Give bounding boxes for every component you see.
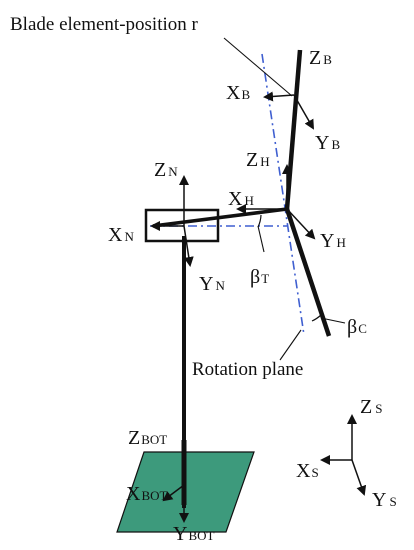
hub-x-sub: H: [244, 193, 253, 208]
bottom-x-sub: BOT: [141, 488, 167, 503]
blade-element-leader: [223, 37, 293, 97]
nacelle-y-label: Y: [199, 273, 213, 295]
nacelle-z-sub: N: [168, 164, 178, 179]
blade-z-sub: B: [323, 52, 332, 67]
svg-text:YH: YH: [320, 230, 346, 252]
bottom-y-label: Y: [173, 523, 187, 545]
beta-c-leader: [320, 317, 346, 324]
global-y-label: Y: [372, 489, 386, 511]
nacelle-y-axis: [183, 225, 194, 267]
svg-text:ZH: ZH: [246, 149, 270, 171]
blade-x-label: X: [226, 82, 241, 104]
svg-text:βC: βC: [347, 316, 367, 338]
beta-c-symbol: β: [347, 316, 357, 338]
blade-y-sub: B: [331, 137, 340, 152]
hub-y-sub: H: [336, 235, 345, 250]
rotation-plane-label: Rotation plane: [192, 359, 303, 380]
svg-text:ZB: ZB: [309, 47, 332, 69]
bottom-y-sub: BOT: [188, 528, 214, 543]
beta-c-sub: C: [358, 321, 367, 336]
beta-t-symbol: β: [250, 266, 260, 288]
hub-x-label: X: [228, 188, 243, 210]
blade-upper: [284, 49, 303, 210]
blade-x-sub: B: [241, 87, 250, 102]
beta-t-leader: [257, 225, 265, 253]
main-shaft: [152, 207, 288, 228]
blade-y-axis: [293, 94, 314, 130]
blade-lower: [284, 208, 332, 337]
svg-text:YS: YS: [372, 489, 397, 511]
svg-text:ZBOT: ZBOT: [128, 427, 167, 449]
global-y-sub: S: [389, 494, 396, 509]
bottom-z-label: Z: [128, 427, 140, 449]
svg-text:XBOT: XBOT: [126, 483, 168, 505]
blade-element-label: Blade element-position r: [10, 14, 199, 35]
svg-text:XB: XB: [226, 82, 250, 104]
nacelle-box: [144, 208, 220, 243]
global-x-sub: S: [311, 465, 318, 480]
nacelle-x-sub: N: [124, 229, 134, 244]
svg-text:XN: XN: [108, 224, 134, 246]
blade-y-label: Y: [315, 132, 329, 154]
hub-z-label: Z: [246, 149, 258, 171]
svg-text:ZN: ZN: [154, 159, 178, 181]
svg-text:XS: XS: [296, 460, 319, 482]
svg-text:YB: YB: [315, 132, 340, 154]
svg-text:βT: βT: [250, 266, 269, 288]
svg-text:XH: XH: [228, 188, 254, 210]
hub-y-label: Y: [320, 230, 334, 252]
svg-text:YN: YN: [199, 273, 225, 295]
bottom-x-label: X: [126, 483, 141, 505]
global-x-label: X: [296, 460, 311, 482]
rotation-plane-leader: [279, 329, 302, 361]
global-y-axis: [351, 459, 367, 496]
hub-y-axis: [286, 208, 316, 240]
beta-c-arc: [311, 314, 322, 322]
beta-t-sub: T: [261, 271, 269, 286]
nacelle-z-label: Z: [154, 159, 166, 181]
blade-x-axis: [263, 91, 295, 102]
nacelle-x-label: X: [108, 224, 123, 246]
svg-text:ZS: ZS: [360, 396, 382, 418]
global-z-sub: S: [375, 401, 382, 416]
nacelle-y-sub: N: [215, 278, 225, 293]
bottom-x-axis: [162, 484, 185, 502]
global-z-label: Z: [360, 396, 372, 418]
rotation-plane-dashed: [261, 53, 305, 336]
blade-z-label: Z: [309, 47, 321, 69]
svg-text:YBOT: YBOT: [173, 523, 215, 545]
hub-z-sub: H: [260, 154, 269, 169]
beta-t-arc: [257, 214, 262, 228]
bottom-z-sub: BOT: [141, 432, 167, 447]
